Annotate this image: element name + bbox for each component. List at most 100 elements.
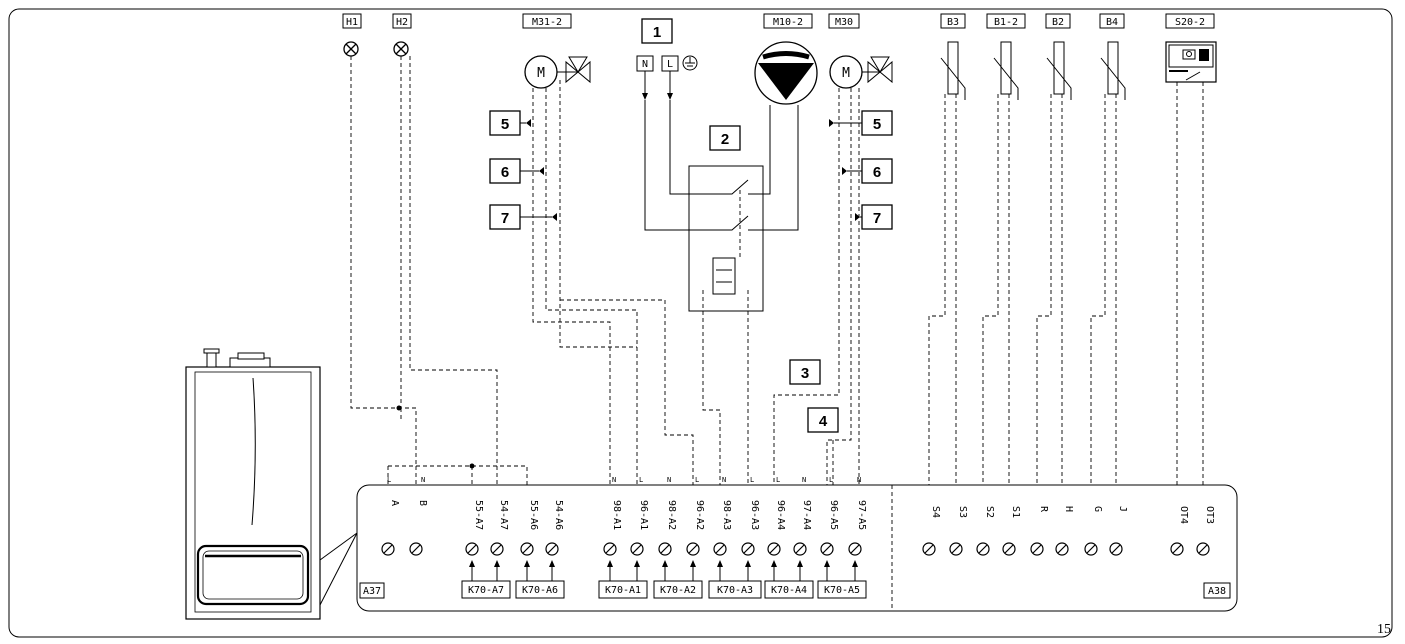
terminal-label-a37: 55-A6 xyxy=(528,500,539,530)
tag-h2: H2 xyxy=(396,17,408,28)
tag-m10: M10-2 xyxy=(773,17,803,28)
terminal-label-a37: 97-A5 xyxy=(856,500,867,530)
valve-m30: M30 M xyxy=(828,13,893,89)
sensor-b1-2: B1-2 xyxy=(986,13,1026,100)
terminal-label-a37: 96-A2 xyxy=(694,500,705,530)
relay-box xyxy=(764,580,814,599)
line-marker-n: N xyxy=(667,476,671,484)
terminal-label-a38: S4 xyxy=(930,506,941,518)
tag-h1: H1 xyxy=(346,17,358,28)
line-marker-l: L xyxy=(695,476,699,484)
lamp-h2: H2 xyxy=(392,13,412,57)
terminal-label-a37: 96-A5 xyxy=(828,500,839,530)
page-number: 15 xyxy=(1377,622,1391,637)
relay-box xyxy=(708,580,762,599)
lamp-h1: H1 xyxy=(342,13,362,57)
relay-label: K70-A1 xyxy=(605,585,641,596)
relay-box xyxy=(817,580,867,599)
terminal-label-a38: H xyxy=(1063,506,1074,512)
valve-m31-2: M31-2 M xyxy=(522,13,591,89)
line-marker-n: N xyxy=(802,476,806,484)
callout-2: 2 xyxy=(721,131,729,148)
line-marker-n: N xyxy=(722,476,726,484)
callout-3: 3 xyxy=(801,365,809,382)
thermostat-s20-2: S20-2 xyxy=(1165,13,1217,83)
callout-5-right: 5 xyxy=(873,116,881,133)
tag-b2: B2 xyxy=(1052,17,1064,28)
callout-6-right: 6 xyxy=(873,164,881,181)
callout-1: 1 xyxy=(653,24,661,41)
pump-m10-2: M10-2 xyxy=(754,13,818,105)
callouts: 5 6 7 5 6 7 3 4 xyxy=(489,110,893,433)
terminal-label-a37: 96-A3 xyxy=(749,500,760,530)
callout-5-left: 5 xyxy=(501,116,509,133)
line-marker-l: L xyxy=(387,476,391,484)
relay-label: K70-A7 xyxy=(468,585,504,596)
line-marker-n: N xyxy=(421,476,425,484)
terminal-label-a37: 97-A4 xyxy=(801,500,812,530)
terminal-label-a37: A xyxy=(389,500,400,506)
callout-7-right: 7 xyxy=(873,210,881,227)
terminal-label-a37: 96-A4 xyxy=(775,500,786,530)
terminals-a37: A B 55-A7 54-A7 55-A6 54-A6 98-A1 96-A1 98-A2 96-… xyxy=(381,500,867,556)
terminal-label-a37: 98-A3 xyxy=(721,500,732,530)
terminal-label-a37: 98-A2 xyxy=(666,500,677,530)
callout-6-left: 6 xyxy=(501,164,509,181)
callout-7-left: 7 xyxy=(501,210,509,227)
terminal-label-a37: 55-A7 xyxy=(473,500,484,530)
diagram-frame xyxy=(8,8,1393,638)
supply-n: N xyxy=(642,59,648,70)
terminal-label-a37: B xyxy=(417,500,428,506)
svg-text:M: M xyxy=(842,66,850,81)
relay-box xyxy=(653,580,703,599)
terminal-label-a37: 98-A1 xyxy=(611,500,622,530)
relay-label: K70-A2 xyxy=(660,585,696,596)
relay-box xyxy=(461,580,511,599)
line-marker-l: L xyxy=(776,476,780,484)
boiler-illustration xyxy=(185,348,358,620)
terminal-label-a38: S2 xyxy=(984,506,995,518)
line-marker-l: L xyxy=(639,476,643,484)
terminal-label-a37: 96-A1 xyxy=(638,500,649,530)
tag-b3: B3 xyxy=(947,17,959,28)
board-label-a37: A37 xyxy=(363,586,381,597)
tag-b4: B4 xyxy=(1106,17,1118,28)
tag-s20: S20-2 xyxy=(1175,17,1205,28)
relay-label: K70-A6 xyxy=(522,585,558,596)
relay-label: K70-A4 xyxy=(771,585,807,596)
terminal-label-a38: J xyxy=(1117,506,1128,512)
tag-m31: M31-2 xyxy=(532,17,562,28)
tag-b1: B1-2 xyxy=(994,17,1018,28)
line-marker-n: N xyxy=(612,476,616,484)
board-label-a38: A38 xyxy=(1208,586,1226,597)
line-marker-l: L xyxy=(750,476,754,484)
relay-label: K70-A3 xyxy=(717,585,753,596)
terminal-label-a38: S3 xyxy=(957,506,968,518)
power-supply: 1 N L xyxy=(636,18,698,100)
terminal-label-a38: OT4 xyxy=(1178,506,1189,524)
svg-text:M: M xyxy=(537,66,545,81)
line-marker-n: N xyxy=(857,476,861,484)
relay-label: K70-A5 xyxy=(824,585,860,596)
sensor-b3: B3 xyxy=(940,13,966,100)
relay-box: 2 xyxy=(644,100,799,312)
supply-l: L xyxy=(667,59,673,70)
wiring xyxy=(350,56,1204,485)
tag-m30: M30 xyxy=(835,17,853,28)
relay-box xyxy=(515,580,565,599)
board-label-a37-box xyxy=(359,582,385,599)
callout-4: 4 xyxy=(819,413,828,430)
board-label-a38-box xyxy=(1203,582,1231,599)
terminal-label-a37: 54-A7 xyxy=(498,500,509,530)
relay-labels: K70-A7 K70-A6 K70-A1 K70-A2 K70-A3 K70-A4 K70-… xyxy=(461,560,867,599)
terminal-label-a38: S1 xyxy=(1010,506,1021,518)
terminal-label-a38: OT3 xyxy=(1204,506,1215,524)
sensor-b2: B2 xyxy=(1045,13,1072,100)
terminal-label-a37: 54-A6 xyxy=(553,500,564,530)
relay-box xyxy=(598,580,648,599)
sensor-b4: B4 xyxy=(1099,13,1126,100)
line-marker-l: L xyxy=(829,476,833,484)
